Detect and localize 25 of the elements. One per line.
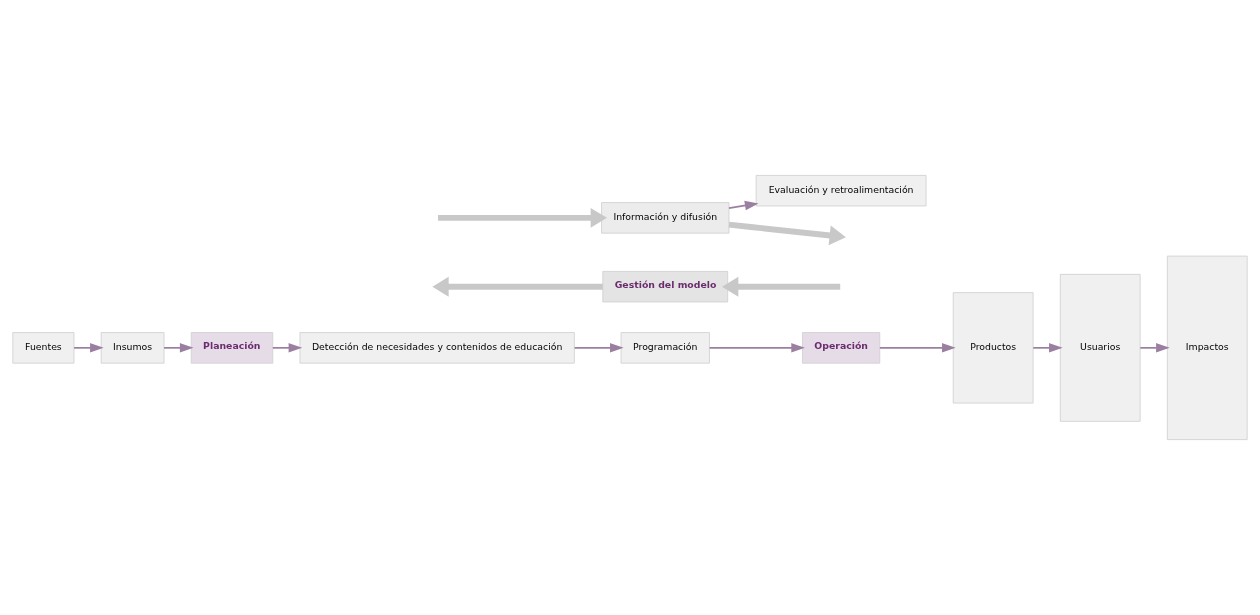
- node-box: Gestión del modelo: [602, 270, 729, 303]
- arrow: [1139, 343, 1170, 353]
- arrow: [879, 343, 956, 353]
- node-box: Fuentes: [12, 332, 75, 364]
- node-box: Insumos: [100, 332, 165, 364]
- arrow: [73, 343, 104, 353]
- arrow: [432, 276, 603, 297]
- node-box: Operación: [802, 332, 881, 364]
- node-box: Información y difusión: [601, 202, 730, 234]
- arrow: [722, 276, 841, 297]
- node-box: Productos: [952, 292, 1034, 404]
- arrow: [271, 343, 303, 353]
- node-box: Programación: [620, 332, 710, 364]
- node-box: Evaluación y retroalimentación: [755, 174, 927, 207]
- node-box: Usuarios: [1059, 273, 1141, 422]
- arrow: [163, 343, 194, 353]
- arrow: [1032, 343, 1063, 353]
- arrow: [728, 221, 846, 246]
- node-box: Impactos: [1166, 255, 1248, 441]
- arrow: [438, 207, 607, 228]
- node-box: Planeación: [190, 332, 274, 364]
- node-box: Detección de necesidades y contenidos de educación: [299, 332, 575, 364]
- arrow: [573, 343, 624, 353]
- arrow: [728, 200, 759, 211]
- arrow: [708, 343, 805, 353]
